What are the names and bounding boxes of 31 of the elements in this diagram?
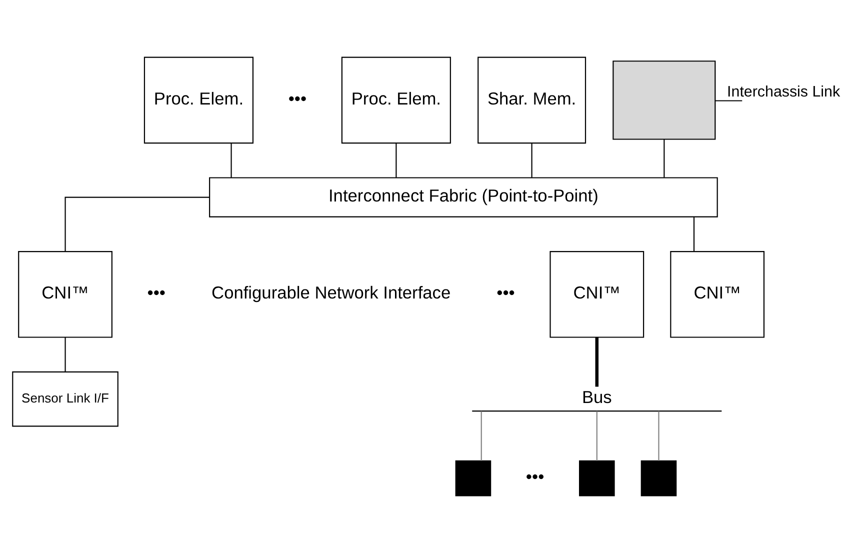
connector: [64, 196, 210, 252]
connector: [595, 337, 599, 387]
connector: [64, 337, 66, 372]
node-box: Interconnect Fabric (Point-to-Point): [209, 177, 718, 218]
connector: [531, 143, 532, 178]
node-box: Sensor Link I/F: [12, 371, 118, 427]
node-box: [612, 60, 716, 140]
connector: [396, 143, 397, 178]
node-box: CNI™: [550, 251, 644, 338]
node-text: Bus: [582, 387, 612, 408]
connector: [230, 143, 232, 178]
node-box: CNI™: [670, 251, 765, 338]
label: •••: [288, 88, 307, 108]
connector: [715, 100, 742, 102]
node-box: CNI™: [18, 251, 112, 338]
connector: [480, 411, 482, 461]
connector: [596, 411, 598, 461]
node-box: [455, 460, 492, 496]
connector: [693, 216, 695, 252]
node-box: Shar. Mem.: [478, 56, 586, 144]
edge-label: Interchassis Link: [727, 84, 840, 101]
node-box: [579, 460, 615, 496]
label: Configurable Network Interface: [212, 282, 451, 303]
connector: [658, 411, 660, 461]
node-box: [640, 460, 677, 496]
label: •••: [147, 282, 166, 303]
node-box: Proc. Elem.: [341, 56, 451, 144]
label: •••: [496, 282, 515, 303]
node-box: Proc. Elem.: [144, 56, 254, 144]
label: •••: [526, 466, 544, 486]
connector: [664, 139, 665, 178]
